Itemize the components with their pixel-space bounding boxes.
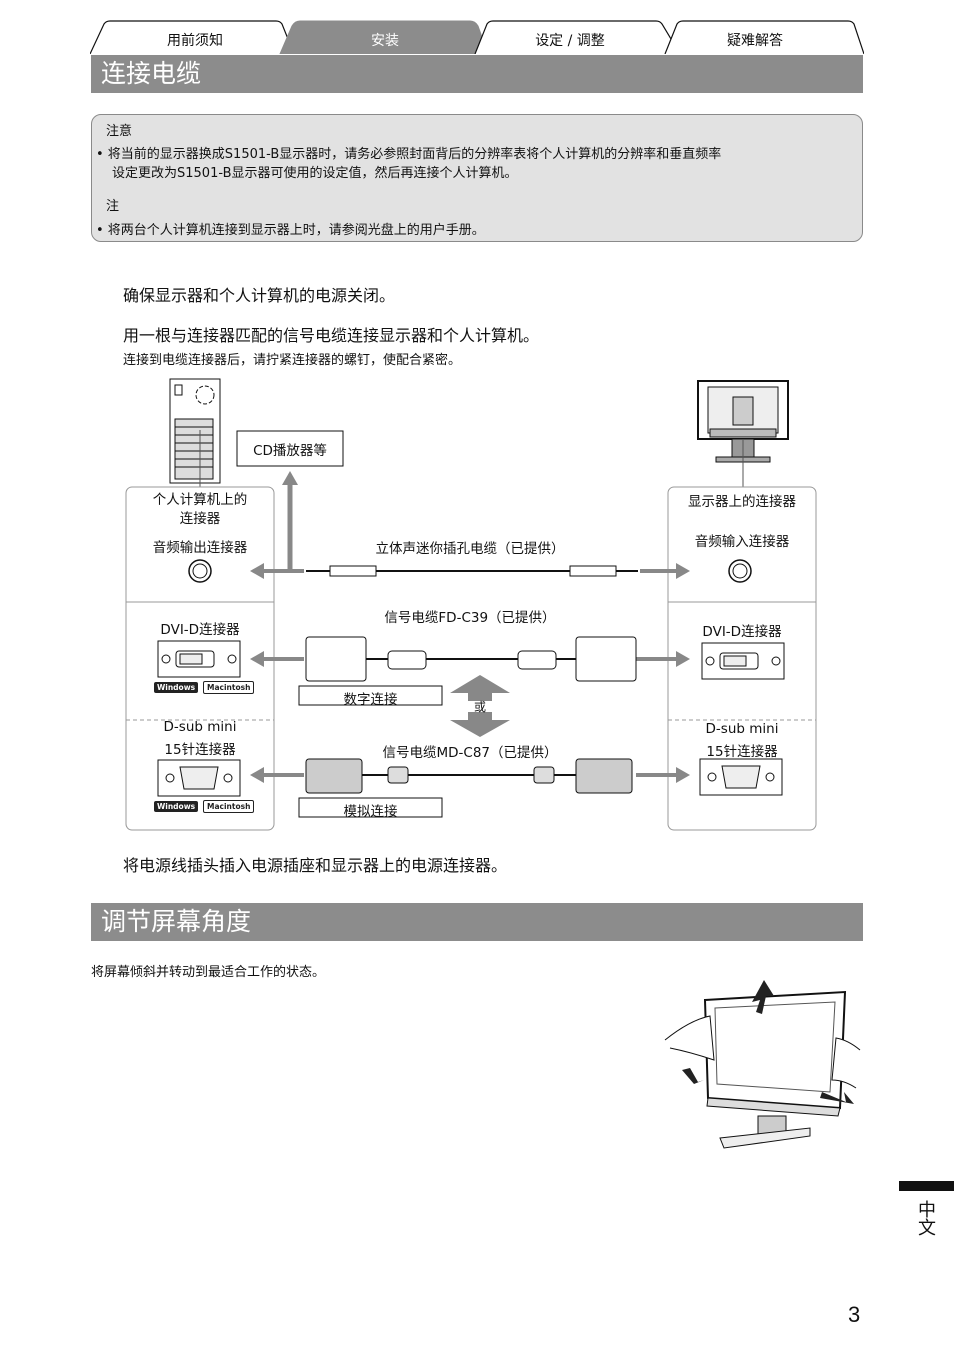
language-tab-marker — [899, 1181, 954, 1191]
connection-diagram: CD播放器等 个人计算机上的 连接器 显示器上的连接器 音频输出连接器 音频输入… — [120, 375, 820, 835]
note-heading: 注 — [106, 199, 120, 214]
page-number: 3 — [848, 1302, 861, 1327]
tab-installation[interactable]: 安装 — [371, 33, 399, 49]
notes-box: 注意 • 将当前的显示器换成S1501-B显示器时，请务必参照封面背后的分辨率表… — [91, 114, 863, 242]
pc-connector-label-1: 个人计算机上的 — [152, 492, 248, 508]
tab-before-use[interactable]: 用前须知 — [167, 33, 223, 49]
caution-text-1: • 将当前的显示器换成S1501-B显示器时，请务必参照封面背后的分辨率表将个人… — [96, 147, 722, 162]
monitor-connector-label: 显示器上的连接器 — [688, 494, 796, 510]
tab-shapes — [90, 20, 864, 54]
section-title-angle: 调节屏幕角度 — [91, 903, 863, 941]
language-tab-label: 中文 — [915, 1200, 936, 1236]
dsub-right-label-1: D-sub mini — [705, 721, 779, 737]
audio-out-label: 音频输出连接器 — [152, 540, 248, 556]
tab-settings[interactable]: 设定 / 调整 — [535, 33, 605, 49]
step-connect-cable: 用一根与连接器匹配的信号电缆连接显示器和个人计算机。 — [123, 326, 540, 345]
cd-player-label: CD播放器等 — [253, 443, 327, 459]
tab-troubleshooting[interactable]: 疑难解答 — [727, 33, 783, 49]
macintosh-badge-2: Macintosh — [203, 800, 255, 813]
diagram-graphics — [125, 378, 817, 831]
dvi-right-label: DVI-D连接器 — [702, 624, 782, 640]
angle-instruction: 将屏幕倾斜并转动到最适合工作的状态。 — [91, 965, 326, 980]
monitor-tilt-illustration — [664, 980, 861, 1149]
digital-connection-label: 数字连接 — [343, 692, 398, 708]
section-title-cable: 连接电缆 — [91, 55, 863, 93]
signal-cable-md-label: 信号电缆MD-C87（已提供） — [382, 745, 558, 761]
dvi-left-label: DVI-D连接器 — [160, 622, 240, 638]
windows-badge: Windows — [154, 682, 199, 693]
dsub-left-label-1: D-sub mini — [163, 719, 237, 735]
dsub-right-label-2: 15针连接器 — [706, 744, 778, 760]
caution-text-2: 设定更改为S1501-B显示器可使用的设定值，然后再连接个人计算机。 — [112, 166, 518, 181]
signal-cable-fd-label: 信号电缆FD-C39（已提供） — [384, 610, 556, 626]
or-label: 或 — [473, 700, 486, 714]
caution-heading: 注意 — [106, 124, 133, 139]
macintosh-badge: Macintosh — [203, 681, 255, 694]
dsub-left-label-2: 15针连接器 — [164, 742, 236, 758]
step-connect-sub: 连接到电缆连接器后，请拧紧连接器的螺钉，使配合紧密。 — [123, 353, 462, 368]
audio-in-label: 音频输入连接器 — [694, 534, 790, 550]
step-power-cable: 将电源线插头插入电源插座和显示器上的电源连接器。 — [123, 856, 508, 875]
windows-badge-2: Windows — [154, 801, 199, 812]
step-power-off: 确保显示器和个人计算机的电源关闭。 — [123, 286, 396, 305]
pc-tower-image — [169, 378, 221, 487]
nav-tabs: 用前须知 安装 设定 / 调整 疑难解答 — [90, 20, 864, 54]
monitor-back-image — [697, 380, 789, 487]
analog-connection-label: 模拟连接 — [343, 804, 398, 820]
stereo-cable-label: 立体声迷你插孔电缆（已提供） — [375, 541, 565, 557]
note-text: • 将两台个人计算机连接到显示器上时，请参阅光盘上的用户手册。 — [96, 223, 485, 238]
pc-connector-label-2: 连接器 — [179, 511, 221, 527]
